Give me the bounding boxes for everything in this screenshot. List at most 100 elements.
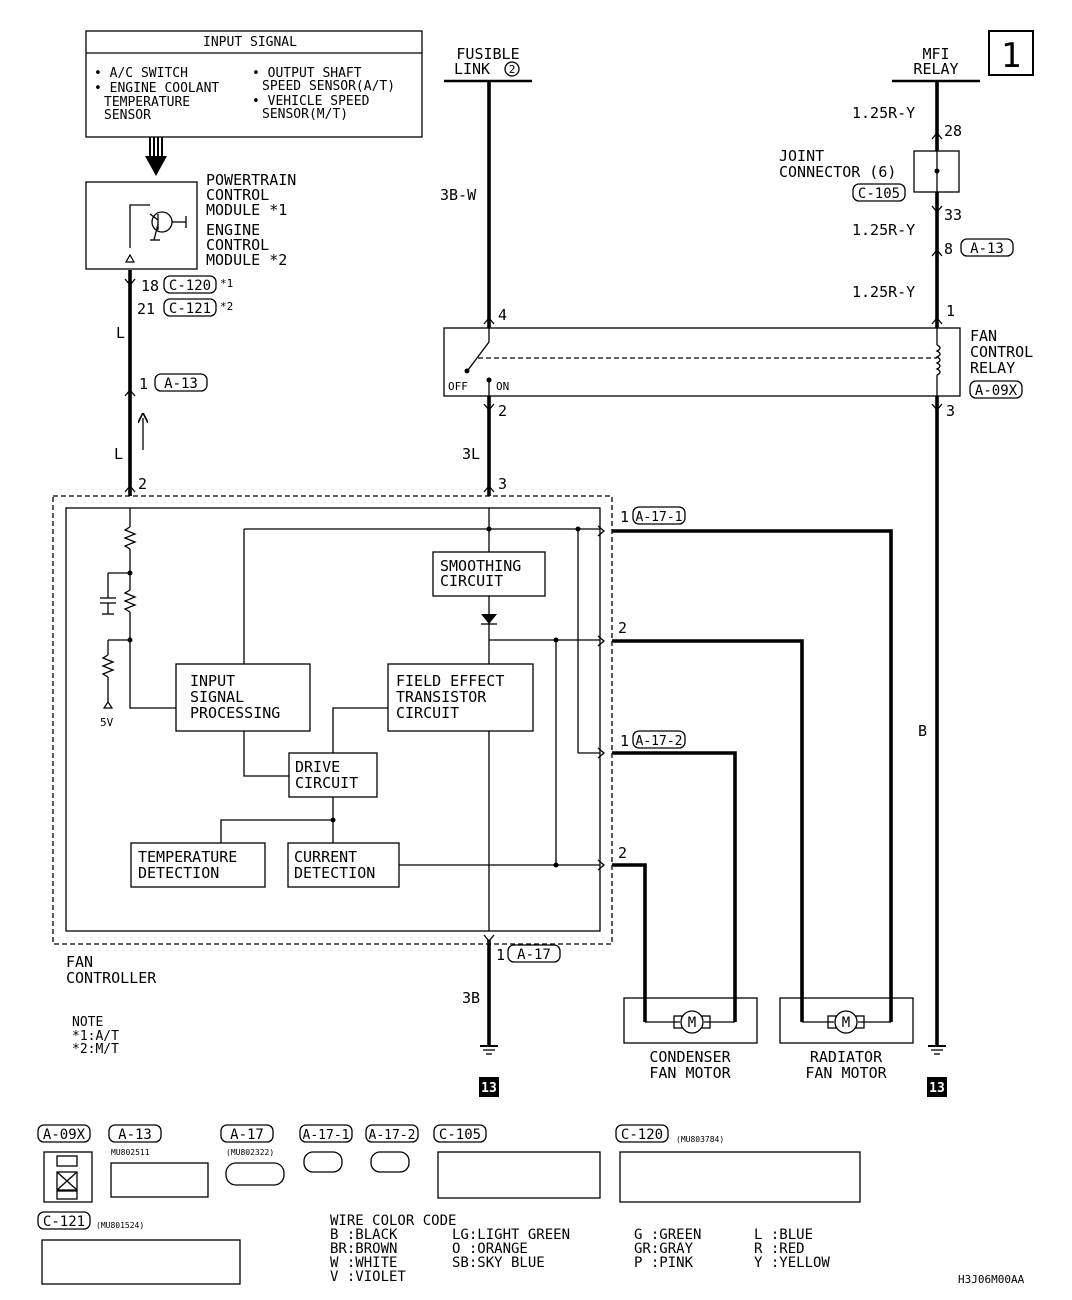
wire-color-label: 1.25R-Y <box>852 283 915 301</box>
temperature-detection-label: DETECTION <box>138 864 219 882</box>
note-ref: *2 <box>220 300 233 313</box>
ecm-label: CONTROL <box>206 236 269 254</box>
part-number: (MU803784) <box>676 1135 724 1144</box>
connector-tag: A-13 <box>164 376 198 392</box>
relay-on-label: ON <box>496 380 509 393</box>
ecm-label: ENGINE <box>206 221 260 239</box>
connector-tag: C-105 <box>858 186 900 202</box>
pin-label: 3 <box>498 475 507 493</box>
fan-control-relay-label: CONTROL <box>970 343 1033 361</box>
input-item: SENSOR(M/T) <box>262 107 348 122</box>
mfi-relay-label: MFI <box>922 45 949 63</box>
pin-label: 33 <box>944 206 962 224</box>
input-signal-title: INPUT SIGNAL <box>203 35 297 50</box>
current-detection-label: CURRENT <box>294 848 357 866</box>
connector-tag: A-09X <box>43 1127 86 1143</box>
ground-right: 13 <box>927 1045 947 1097</box>
connector-tag: A-17-2 <box>636 734 683 749</box>
joint-connector-label: CONNECTOR (6) <box>779 163 896 181</box>
color-code-entry: W :WHITE <box>330 1255 397 1271</box>
motor-symbol: M <box>842 1015 850 1031</box>
wire-labels: 3B-W 1.25R-Y 1.25R-Y 1.25R-Y L L 3L 3B B <box>114 104 927 1007</box>
connector-c120: C-120 (MU803784) <box>615 1124 861 1203</box>
wire-color-label: B <box>918 722 927 740</box>
pin-label: 2 <box>498 402 507 420</box>
output-connectors: 1 A-17-1 2 1 A-17-2 2 1 A-17 <box>496 506 686 964</box>
input-item: • ENGINE COOLANT <box>94 81 219 96</box>
a13-connector: 1 A-13 <box>139 373 208 393</box>
fan-control-relay-label: RELAY <box>970 359 1015 377</box>
note-line: *1:A/T <box>72 1029 119 1044</box>
ground-number: 13 <box>481 1081 497 1096</box>
wire-color-code-title: WIRE COLOR CODE <box>330 1213 456 1229</box>
connector-c105: C-105 <box>433 1124 601 1199</box>
pcm-label: POWERTRAIN <box>206 171 296 189</box>
mfi-relay-label: RELAY <box>913 60 958 78</box>
color-code-entry: Y :YELLOW <box>754 1255 830 1271</box>
wire-color-label: L <box>116 324 125 342</box>
fet-circuit-label: TRANSISTOR <box>396 688 487 706</box>
input-item: • A/C SWITCH <box>94 66 188 81</box>
input-item: • VEHICLE SPEED <box>252 94 370 109</box>
connector-tag: A-13 <box>970 241 1004 257</box>
joint-connector: JOINT CONNECTOR (6) C-105 28 33 <box>779 122 962 224</box>
connector-a09x: A-09X <box>37 1124 93 1203</box>
connector-a172: A-17-2 <box>365 1124 419 1173</box>
wire-color-label: L <box>114 445 123 463</box>
wire-color-label: 3B <box>462 989 480 1007</box>
pcm-label: CONTROL <box>206 186 269 204</box>
connector-tag: A-09X <box>975 383 1018 399</box>
radiator-fan-motor: M RADIATOR FAN MOTOR <box>779 997 914 1082</box>
note: NOTE *1:A/T *2:M/T <box>72 1015 119 1057</box>
condenser-fan-motor: M CONDENSER FAN MOTOR <box>623 997 758 1082</box>
pin-label: 21 <box>137 300 155 318</box>
color-code-entry: SB:SKY BLUE <box>452 1255 545 1271</box>
connector-tag: C-120 <box>621 1127 663 1143</box>
condenser-motor-label: CONDENSER <box>649 1048 731 1066</box>
fet-circuit-label: FIELD EFFECT <box>396 672 504 690</box>
motor-symbol: M <box>688 1015 696 1031</box>
color-code-entry: L :BLUE <box>754 1227 813 1243</box>
pin-label: 4 <box>498 306 507 324</box>
fan-controller-label: FAN <box>66 953 93 971</box>
input-processing-label: INPUT <box>190 672 235 690</box>
mfi-relay: MFI RELAY <box>892 45 980 83</box>
pcm-box: POWERTRAIN CONTROL MODULE *1 ENGINE CONT… <box>85 171 296 270</box>
wire-color-label: 1.25R-Y <box>852 221 915 239</box>
pin-label: 1 <box>139 375 148 393</box>
note-title: NOTE <box>72 1015 103 1030</box>
fusible-link-label: FUSIBLE <box>456 45 519 63</box>
connector-a13: A-13 MU802511 <box>108 1124 209 1198</box>
current-detection-label: DETECTION <box>294 864 375 882</box>
joint-connector-label: JOINT <box>779 147 824 165</box>
input-item: • OUTPUT SHAFT <box>252 66 362 81</box>
page-number-box: 1 <box>988 30 1034 76</box>
radiator-motor-label: FAN MOTOR <box>805 1064 887 1082</box>
pin-label: 2 <box>618 844 627 862</box>
wire-color-label: 3B-W <box>440 186 477 204</box>
wires <box>128 81 939 1046</box>
color-code-entry: O :ORANGE <box>452 1241 528 1257</box>
ground-number: 13 <box>929 1081 945 1096</box>
drive-circuit-label: DRIVE <box>295 758 340 776</box>
pin-label: 2 <box>138 475 147 493</box>
part-number: (MU801524) <box>96 1221 144 1230</box>
connector-a171: A-17-1 <box>299 1124 353 1173</box>
condenser-motor-label: FAN MOTOR <box>649 1064 731 1082</box>
color-code-entry: B :BLACK <box>330 1227 398 1243</box>
color-code-entry: V :VIOLET <box>330 1269 406 1285</box>
signal-arrow <box>145 137 167 176</box>
color-code-entry: G :GREEN <box>634 1227 701 1243</box>
part-number: MU802511 <box>111 1148 150 1157</box>
connector-tag: A-17-1 <box>636 510 683 525</box>
wire-color-label: 1.25R-Y <box>852 104 915 122</box>
connector-tag: A-17 <box>517 947 551 963</box>
pin-label: 18 <box>141 277 159 295</box>
connector-c121: C-121 (MU801524) <box>37 1211 241 1285</box>
input-item: SPEED SENSOR(A/T) <box>262 79 395 94</box>
fusible-link-number: 2 <box>509 63 516 76</box>
relay-off-label: OFF <box>448 380 468 393</box>
input-processing-label: SIGNAL <box>190 688 244 706</box>
input-item: TEMPERATURE <box>104 95 190 110</box>
